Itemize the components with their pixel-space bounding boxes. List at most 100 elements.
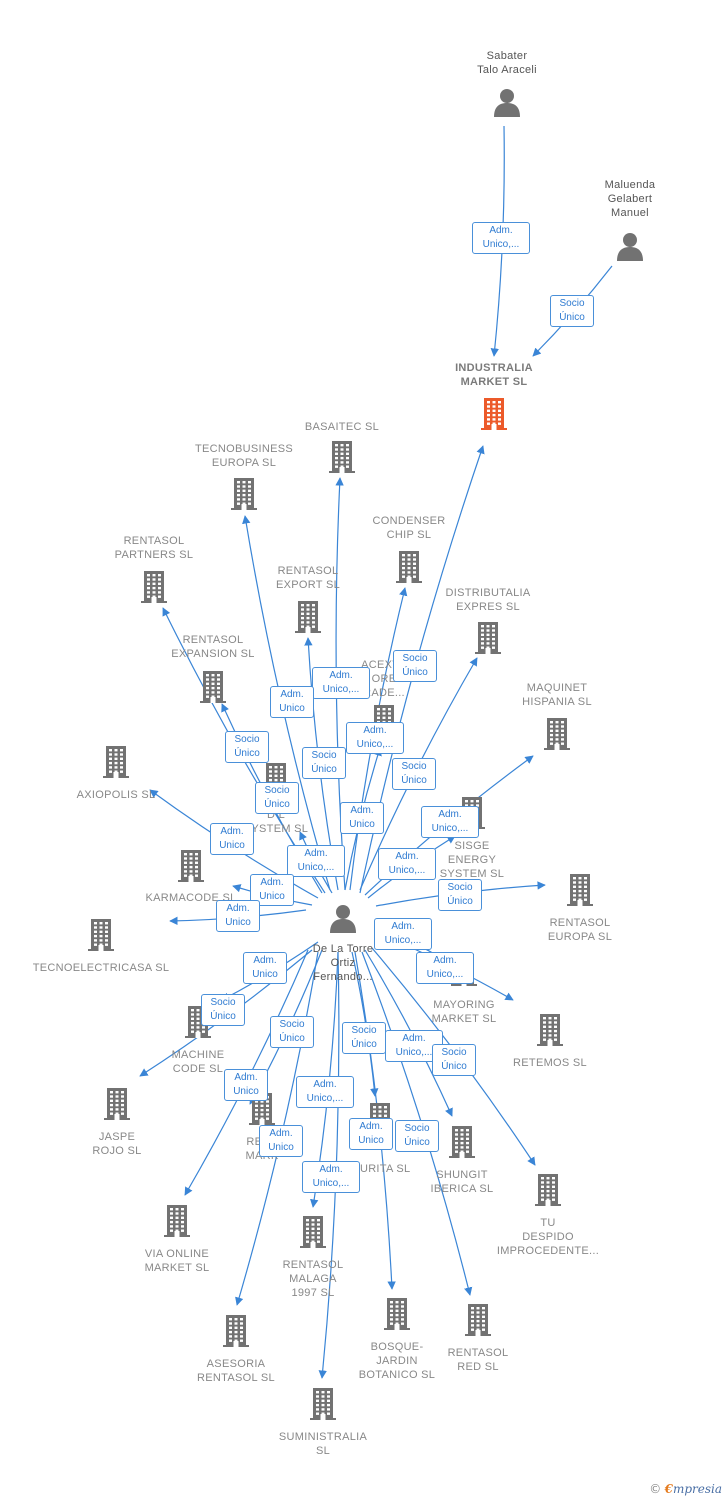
relation-label: Socio Único <box>447 882 473 907</box>
relation-label: Adm. Unico,... <box>306 1079 344 1104</box>
relation-badge[interactable]: Adm. Unico,... <box>378 848 436 880</box>
relation-badge[interactable]: Socio Único <box>393 650 437 682</box>
relation-badge[interactable]: Adm. Unico <box>224 1069 268 1101</box>
node-label: RENTASOL EXPORT SL <box>275 565 341 591</box>
person-icon <box>268 903 418 937</box>
relation-badge[interactable]: Socio Único <box>225 731 269 763</box>
company-node-via_online[interactable]: VIA ONLINE MARKET SL <box>102 1203 252 1275</box>
building-icon <box>169 476 319 514</box>
relation-label: Socio Único <box>351 1025 377 1050</box>
relation-label: Socio Único <box>234 734 260 759</box>
relation-label: Adm. Unico <box>219 826 245 851</box>
relation-badge[interactable]: Adm. Unico,... <box>472 222 530 254</box>
node-label: TECNOBUSINESS EUROPA SL <box>194 443 294 469</box>
company-node-maquinet[interactable]: MAQUINET HISPANIA SL <box>482 681 632 754</box>
building-icon <box>102 1203 252 1241</box>
relation-badge[interactable]: Socio Único <box>392 758 436 790</box>
relation-badge[interactable]: Adm. Unico <box>270 686 314 718</box>
company-node-distributalia[interactable]: DISTRIBUTALIA EXPRES SL <box>413 586 563 658</box>
company-node-rentasol_europa[interactable]: RENTASOL EUROPA SL <box>505 872 655 944</box>
company-node-rentasol_malaga[interactable]: RENTASOL MALAGA 1997 SL <box>238 1214 388 1300</box>
relation-label: Socio Único <box>279 1019 305 1044</box>
relation-badge[interactable]: Socio Único <box>302 747 346 779</box>
relation-badge[interactable]: Adm. Unico,... <box>312 667 370 699</box>
building-icon <box>413 620 563 658</box>
company-node-rentasol_export[interactable]: RENTASOL EXPORT SL <box>233 564 383 637</box>
building-icon <box>482 716 632 754</box>
company-node-machine[interactable]: MACHINE CODE SL <box>123 1004 273 1076</box>
company-node-tecnoelectricasa[interactable]: TECNOELECTRICASA SL <box>26 917 176 975</box>
relation-badge[interactable]: Adm. Unico,... <box>346 722 404 754</box>
relation-badge[interactable]: Adm. Unico <box>259 1125 303 1157</box>
relation-badge[interactable]: Adm. Unico <box>216 900 260 932</box>
company-node-bosque[interactable]: BOSQUE- JARDIN BOTANICO SL <box>322 1296 472 1382</box>
company-node-rentasol_red[interactable]: RENTASOL RED SL <box>403 1302 553 1374</box>
node-label: SISGE ENERGY SYSTEM SL <box>439 840 505 880</box>
relation-label: Adm. Unico <box>252 955 278 980</box>
node-label: Maluenda Gelabert Manuel <box>604 179 656 219</box>
relation-label: Adm. Unico,... <box>482 225 520 250</box>
relation-badge[interactable]: Adm. Unico,... <box>302 1161 360 1193</box>
relation-label: Adm. Unico <box>225 903 251 928</box>
node-label: RENTASOL RED SL <box>447 1347 509 1373</box>
relation-badge[interactable]: Adm. Unico,... <box>296 1076 354 1108</box>
building-icon <box>42 1086 192 1124</box>
relation-label: Adm. Unico,... <box>384 921 422 946</box>
relation-badge[interactable]: Socio Único <box>432 1044 476 1076</box>
building-icon <box>116 848 266 886</box>
person-node-delatorre[interactable]: De La Torre Ortiz Fernando... <box>268 903 418 984</box>
relation-badge[interactable]: Socio Único <box>438 879 482 911</box>
company-node-tu_despido[interactable]: TU DESPIDO IMPROCEDENTE... <box>473 1172 623 1258</box>
building-icon <box>473 1172 623 1210</box>
building-icon <box>233 599 383 637</box>
company-node-asesoria[interactable]: ASESORIA RENTASOL SL <box>161 1313 311 1385</box>
building-icon <box>123 1004 273 1042</box>
node-label: D L SYSTEM SL <box>243 809 309 835</box>
relation-label: Socio Único <box>264 785 290 810</box>
relation-label: Adm. Unico <box>233 1072 259 1097</box>
company-node-industralia[interactable]: INDUSTRALIA MARKET SL <box>419 361 569 434</box>
company-node-jaspe[interactable]: JASPE ROJO SL <box>42 1086 192 1158</box>
relation-badge[interactable]: Socio Único <box>342 1022 386 1054</box>
company-node-shungit[interactable]: SHUNGIT IBERICA SL <box>387 1124 537 1196</box>
company-node-basaitec[interactable]: BASAITEC SL <box>267 420 417 477</box>
relation-badge[interactable]: Socio Único <box>395 1120 439 1152</box>
relation-label: Adm. Unico,... <box>312 1164 350 1189</box>
relation-badge[interactable]: Adm. Unico <box>349 1118 393 1150</box>
relation-badge[interactable]: Adm. Unico <box>340 802 384 834</box>
relation-badge[interactable]: Adm. Unico <box>210 823 254 855</box>
relation-badge[interactable]: Adm. Unico <box>243 952 287 984</box>
building-icon <box>187 1091 337 1129</box>
node-label: ASESORIA RENTASOL SL <box>197 1358 275 1384</box>
relation-badge[interactable]: Socio Único <box>201 994 245 1026</box>
relation-badge[interactable]: Socio Único <box>270 1016 314 1048</box>
relation-badge[interactable]: Adm. Unico,... <box>287 845 345 877</box>
company-node-karmacode[interactable]: KARMACODE SL <box>116 848 266 905</box>
company-node-condenser[interactable]: CONDENSER CHIP SL <box>334 514 484 587</box>
person-node-sabater[interactable]: Sabater Talo Araceli <box>432 49 582 121</box>
node-label: De La Torre Ortiz Fernando... <box>312 943 374 983</box>
building-icon <box>248 1386 398 1424</box>
relation-badge[interactable]: Adm. Unico,... <box>416 952 474 984</box>
node-label: ACEXTE ORE RADE... <box>361 659 407 699</box>
person-node-maluenda[interactable]: Maluenda Gelabert Manuel <box>555 178 705 265</box>
building-icon <box>419 396 569 434</box>
relation-label: Adm. Unico <box>358 1121 384 1146</box>
company-node-rentasol_expansion[interactable]: RENTASOL EXPANSION SL <box>138 633 288 707</box>
company-node-axiopolis[interactable]: AXIOPOLIS SL <box>41 744 191 802</box>
relation-badge[interactable]: Socio Único <box>255 782 299 814</box>
relation-label: Socio Único <box>311 750 337 775</box>
building-icon <box>334 549 484 587</box>
relation-badge[interactable]: Adm. Unico,... <box>421 806 479 838</box>
building-icon <box>267 439 417 477</box>
relation-label: Socio Único <box>559 298 585 323</box>
node-label: TECNOELECTRICASA SL <box>32 962 170 974</box>
company-node-rentasol_partners[interactable]: RENTASOL PARTNERS SL <box>79 534 229 607</box>
company-node-suministralia[interactable]: SUMINISTRALIA SL <box>248 1386 398 1458</box>
node-label: DISTRIBUTALIA EXPRES SL <box>445 587 531 613</box>
relation-badge[interactable]: Adm. Unico,... <box>374 918 432 950</box>
relation-label: Adm. Unico <box>349 805 375 830</box>
relation-badge[interactable]: Socio Único <box>550 295 594 327</box>
company-node-tecnobusiness[interactable]: TECNOBUSINESS EUROPA SL <box>169 442 319 514</box>
company-node-retemos[interactable]: RETEMOS SL <box>475 1012 625 1070</box>
